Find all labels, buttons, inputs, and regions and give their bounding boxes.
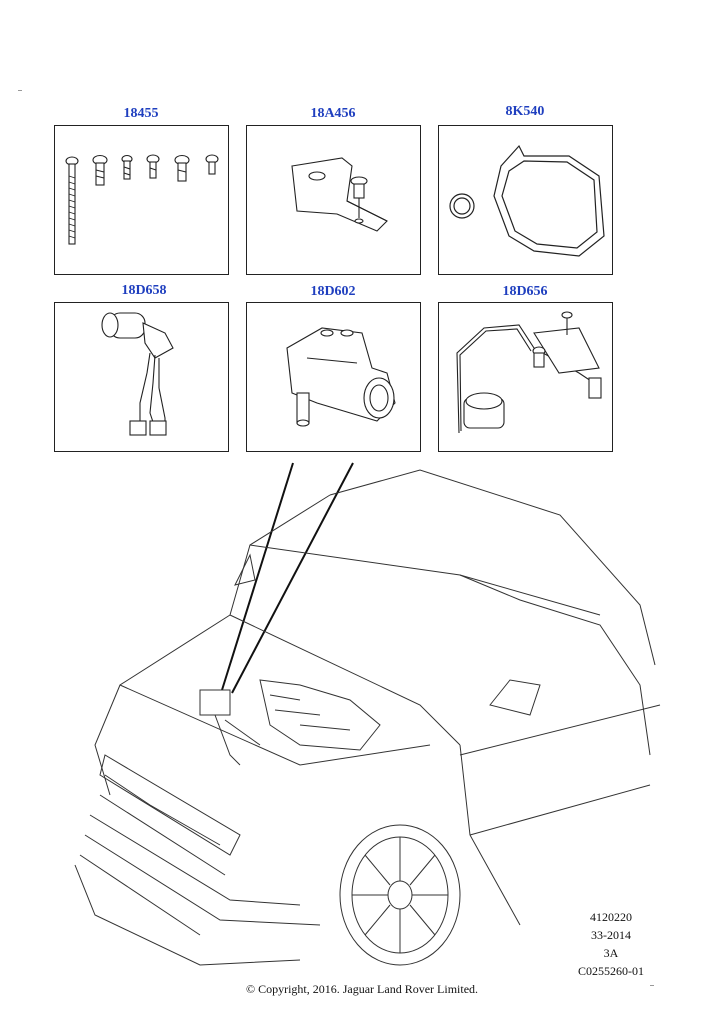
vehicle-illustration <box>0 455 724 985</box>
copyright-notice: © Copyright, 2016. Jaguar Land Rover Lim… <box>245 982 479 996</box>
part-panel-harness[interactable] <box>438 302 613 452</box>
part-label-18A456: 18A456 <box>310 106 356 121</box>
part-panel-bracket[interactable] <box>246 125 421 275</box>
reference-line-3: 3A <box>603 946 619 960</box>
corner-mark-top-left <box>18 90 22 91</box>
reference-line-4: C0255260-01 <box>578 964 644 978</box>
part-panel-sensor[interactable] <box>54 302 229 452</box>
part-label-18D656: 18D656 <box>502 284 548 299</box>
bracket-illustration <box>291 157 388 232</box>
actuator-illustration <box>286 327 396 427</box>
reference-line-1: 4120220 <box>590 910 632 924</box>
reference-line-2: 33-2014 <box>591 928 631 942</box>
part-panel-gasket[interactable] <box>438 125 613 275</box>
screw-set-illustration <box>65 154 219 245</box>
part-label-18D658: 18D658 <box>121 283 167 298</box>
sensor-illustration <box>101 312 174 436</box>
harness-illustration <box>456 311 602 434</box>
part-label-8K540: 8K540 <box>505 104 545 119</box>
gasket-illustration <box>449 144 605 257</box>
corner-mark-bottom-right <box>650 985 654 986</box>
part-label-18D602: 18D602 <box>310 284 356 299</box>
part-label-18455: 18455 <box>123 106 159 121</box>
part-panel-screws[interactable] <box>54 125 229 275</box>
part-panel-actuator[interactable] <box>246 302 421 452</box>
vehicle-line-drawing <box>74 462 661 966</box>
